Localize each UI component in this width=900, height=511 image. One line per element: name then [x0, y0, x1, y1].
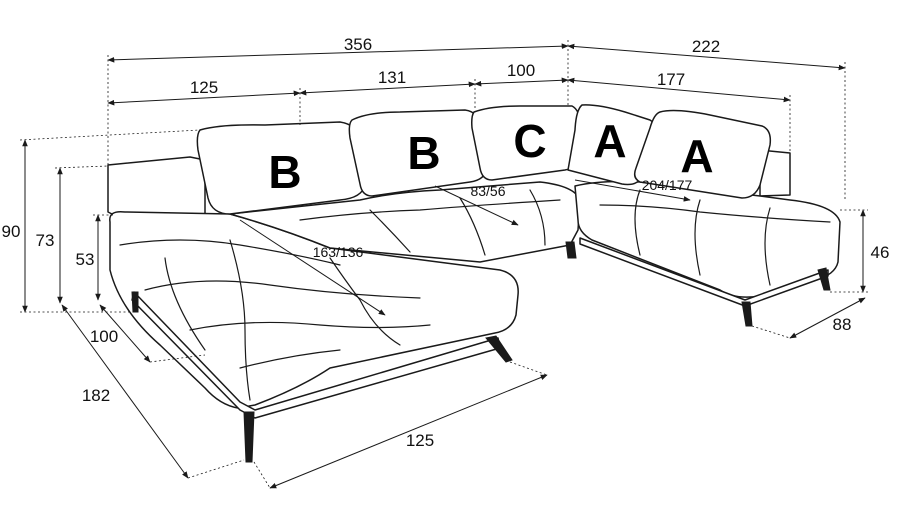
dim-height-seat-right: 46 [871, 243, 890, 262]
dim-right-end-width: 88 [833, 315, 852, 334]
module-label-1: B [268, 146, 301, 198]
module-label-4: A [593, 115, 626, 167]
diagonal-labels: 163/136 83/56 204/177 [313, 177, 693, 260]
leg-middle-back [565, 241, 577, 259]
dim-left-seat-depth: 100 [90, 327, 118, 346]
leg-right-front [741, 301, 753, 327]
module-label-5: A [680, 130, 713, 182]
leg-right-end [817, 267, 831, 291]
module-label-2: B [407, 127, 440, 179]
dim-seg-b2: 131 [378, 68, 406, 87]
dim-height-total: 90 [2, 222, 21, 241]
diagonal-chaise-line [239, 219, 386, 316]
sofa-legs [131, 241, 831, 463]
dim-left-front-width: 125 [406, 431, 434, 450]
cushion-b-left [196, 121, 366, 215]
right-plinth [579, 237, 829, 307]
module-label-3: C [513, 115, 546, 167]
diagonal-right-line [574, 179, 691, 202]
leg-front-left [243, 411, 255, 463]
diagonal-middle-line [434, 185, 519, 226]
diagonal-chaise-label: 163/136 [313, 244, 364, 260]
dim-seg-b1: 125 [190, 78, 218, 97]
leg-front-middle [485, 335, 513, 363]
dimension-lines [19, 40, 868, 489]
leg-back-left [131, 291, 139, 313]
sofa-outline [107, 104, 841, 419]
diagonal-middle-label: 83/56 [470, 183, 505, 199]
dim-right-depth: 222 [692, 37, 720, 56]
dim-total-width: 356 [344, 35, 372, 54]
module-letters: B B C A A [268, 115, 713, 198]
dim-seg-right: 177 [657, 70, 685, 89]
left-back-frame [107, 156, 206, 219]
dim-seg-c: 100 [507, 61, 535, 80]
dim-height-back: 73 [36, 231, 55, 250]
dim-left-total-depth: 182 [82, 386, 110, 405]
dimension-labels: 356 222 125 131 100 177 90 73 53 46 100 … [2, 35, 890, 450]
diagonal-right-label: 204/177 [642, 177, 693, 193]
cushion-a-right [633, 109, 772, 199]
cushion-b-middle [348, 109, 488, 197]
dim-height-seat-left: 53 [76, 250, 95, 269]
